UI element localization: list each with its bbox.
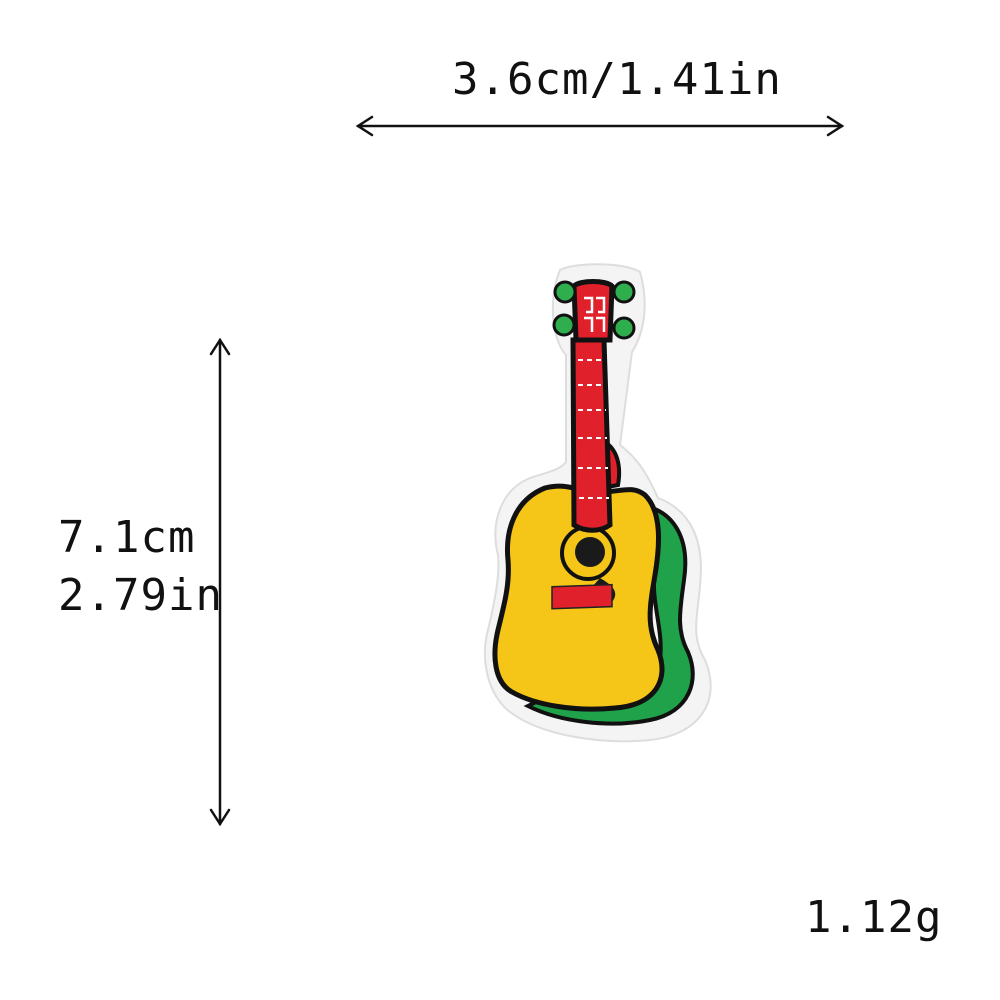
width-dimension-label: 3.6cm/1.41in [452, 54, 782, 105]
headstock-details [584, 296, 606, 332]
guitar-bridge [551, 583, 613, 610]
height-arrow [209, 337, 231, 827]
width-arrow [355, 115, 845, 137]
guitar-patch [484, 263, 712, 743]
height-dimension-in-label: 2.79in [58, 570, 223, 621]
weight-label: 1.12g [805, 892, 943, 943]
height-dimension-cm-label: 7.1cm [58, 512, 196, 563]
guitar-frets [578, 359, 609, 499]
tuning-pegs [552, 280, 636, 340]
guitar-neck [570, 337, 613, 533]
